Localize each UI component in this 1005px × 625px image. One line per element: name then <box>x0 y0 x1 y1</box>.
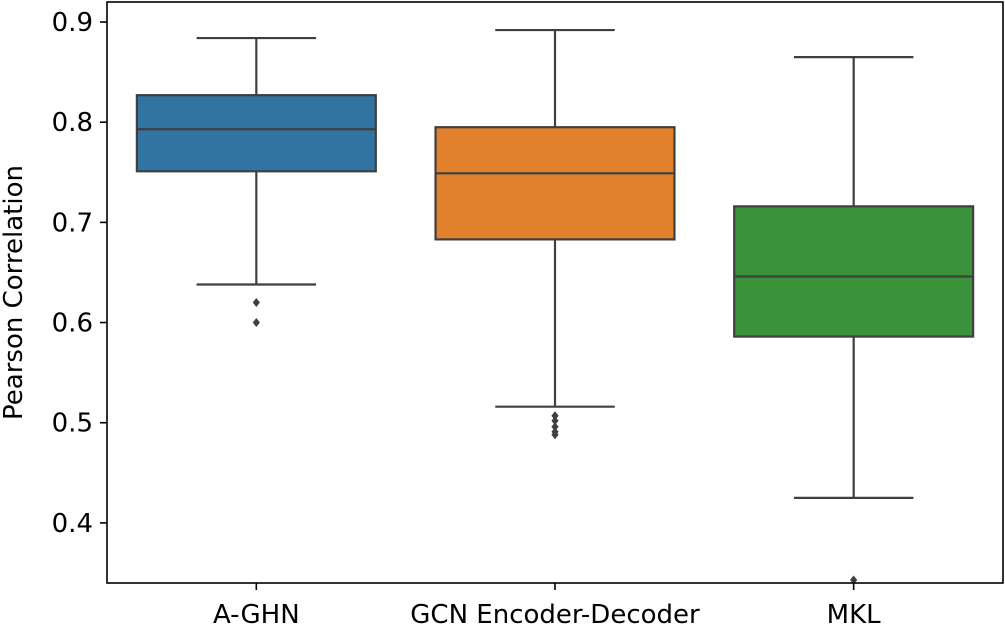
iqr-box <box>135 94 377 173</box>
y-axis-label: Pearson Correlation <box>0 165 29 420</box>
outlier-point <box>252 298 260 308</box>
iqr-box <box>733 205 975 338</box>
boxes-layer <box>135 28 975 585</box>
box-group <box>135 36 377 328</box>
y-tick-label: 0.9 <box>52 8 93 38</box>
box-group <box>434 28 676 440</box>
y-tick-label: 0.7 <box>52 208 93 238</box>
outlier-point <box>551 422 559 432</box>
outlier-point <box>551 430 559 440</box>
box-group <box>733 55 975 585</box>
x-tick-label: GCN Encoder-Decoder <box>410 600 700 625</box>
y-tick-label: 0.5 <box>52 409 93 439</box>
x-axis: A-GHN GCN Encoder-Decoder MKL <box>213 583 881 625</box>
y-tick-label: 0.8 <box>52 108 93 138</box>
x-tick-label: MKL <box>827 600 881 625</box>
outlier-point <box>551 411 559 421</box>
outlier-point <box>252 318 260 328</box>
y-axis: 0.4 0.5 0.6 0.7 0.8 0.9 <box>52 8 107 539</box>
y-tick-label: 0.4 <box>52 509 93 539</box>
y-tick-label: 0.6 <box>52 309 93 339</box>
x-tick-label: A-GHN <box>213 600 300 625</box>
iqr-box <box>434 126 676 241</box>
outlier-point <box>551 416 559 426</box>
